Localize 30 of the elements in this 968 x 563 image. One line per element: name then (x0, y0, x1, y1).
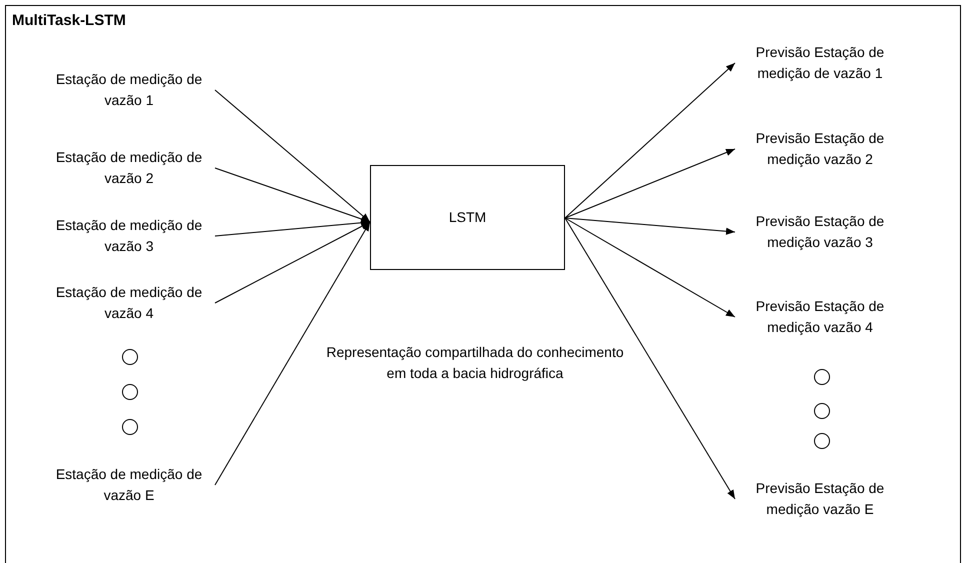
circle-marker (122, 419, 138, 435)
arrow (214, 222, 370, 486)
circle-marker (122, 349, 138, 365)
input-label: Estação de medição de vazão 1 (43, 68, 215, 112)
input-label: Estação de medição de vazão 2 (43, 146, 215, 190)
input-label: Estação de medição de vazão E (43, 463, 215, 507)
circle-marker (814, 369, 830, 385)
model-label: LSTM (448, 208, 486, 227)
arrow (564, 218, 736, 500)
arrow (214, 219, 370, 236)
arrow (214, 168, 370, 222)
arrow (564, 148, 736, 218)
arrow (564, 218, 736, 318)
arrow (214, 222, 370, 304)
output-label: Previsão Estação de medição vazão 2 (735, 116, 905, 182)
annotation-text: Representação compartilhada do conhecimento em toda a bacia hidrográfica (325, 343, 625, 383)
output-label: Previsão Estação de medição de vazão 1 (735, 30, 905, 96)
output-label: Previsão Estação de medição vazão 3 (735, 199, 905, 265)
input-label: Estação de medição de vazão 4 (43, 281, 215, 325)
circle-marker (122, 384, 138, 400)
diagram-title: MultiTask-LSTM (12, 12, 126, 29)
input-label: Estação de medição de vazão 3 (43, 214, 215, 258)
arrow (564, 218, 736, 235)
arrow (214, 90, 370, 222)
output-label: Previsão Estação de medição vazão E (735, 466, 905, 532)
arrow (564, 62, 736, 218)
circle-marker (814, 433, 830, 449)
output-label: Previsão Estação de medição vazão 4 (735, 284, 905, 350)
model-box (370, 165, 565, 270)
circle-marker (814, 403, 830, 419)
